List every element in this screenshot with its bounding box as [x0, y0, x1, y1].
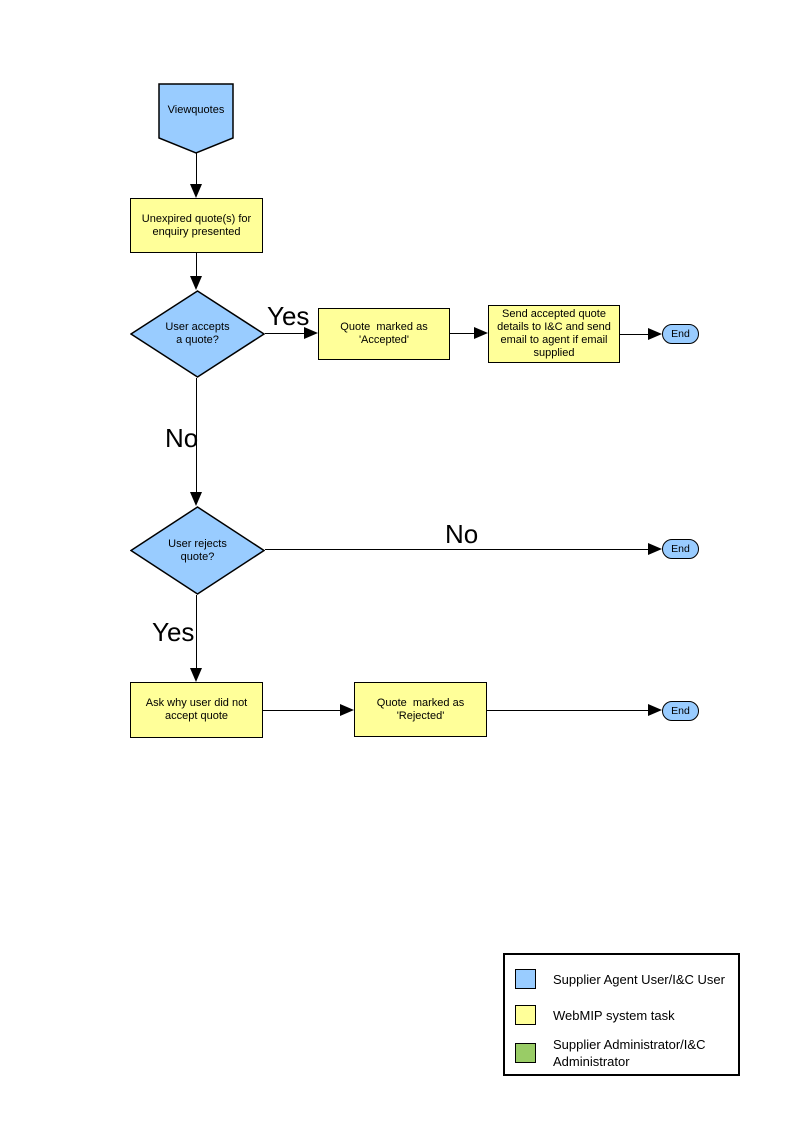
process-send-details: Send accepted quote details to I&C and s…: [488, 305, 620, 363]
pentagon-shape: [158, 83, 234, 154]
decision-label: User rejects quote?: [168, 537, 227, 563]
start-label: Viewquotes: [167, 104, 225, 116]
legend-item: Supplier Administrator/I&C Administrator: [515, 1036, 705, 1070]
edge-label-no: No: [445, 519, 479, 549]
end-terminator-1: End: [662, 324, 699, 344]
connector-line: [265, 549, 649, 550]
diamond-shape: [130, 290, 265, 378]
connector-line: [196, 153, 197, 186]
end-terminator-3: End: [662, 701, 699, 721]
connector-line: [196, 253, 197, 277]
start-shape-viewquotes: Viewquotes: [158, 83, 234, 154]
arrowhead-right-icon: [648, 704, 662, 716]
diamond-shape: [130, 506, 265, 595]
connector-line: [487, 710, 649, 711]
connector-line: [620, 334, 649, 335]
arrowhead-right-icon: [648, 328, 662, 340]
arrowhead-right-icon: [340, 704, 354, 716]
connector-line: [196, 378, 197, 492]
arrowhead-down-icon: [190, 668, 202, 682]
arrowhead-right-icon: [648, 543, 662, 555]
edge-label-no: No: [165, 423, 199, 453]
edge-label-yes: Yes: [152, 617, 195, 647]
end-terminator-2: End: [662, 539, 699, 559]
arrowhead-down-icon: [190, 184, 202, 198]
process-unexpired-quotes: Unexpired quote(s) for enquiry presented: [130, 198, 263, 253]
legend-item: Supplier Agent User/I&C User: [515, 969, 725, 989]
connector-line: [265, 333, 305, 334]
process-ask-why: Ask why user did not accept quote: [130, 682, 263, 738]
legend-label: Supplier Administrator/I&C Administrator: [553, 1037, 706, 1069]
legend-label: WebMIP system task: [553, 1007, 675, 1023]
legend: Supplier Agent User/I&C User WebMIP syst…: [503, 953, 740, 1076]
legend-swatch-green: [515, 1043, 536, 1063]
legend-item: WebMIP system task: [515, 1005, 675, 1025]
legend-swatch-yellow: [515, 1005, 536, 1025]
connector-line: [450, 333, 475, 334]
arrowhead-right-icon: [304, 327, 318, 339]
process-mark-accepted: Quote marked as 'Accepted': [318, 308, 450, 360]
legend-swatch-blue: [515, 969, 536, 989]
decision-user-accepts: User accepts a quote?: [130, 290, 265, 378]
edge-label-yes: Yes: [267, 301, 310, 331]
arrowhead-right-icon: [474, 327, 488, 339]
decision-user-rejects: User rejects quote?: [130, 506, 265, 595]
connector-line: [196, 595, 197, 668]
connector-line: [263, 710, 341, 711]
process-mark-rejected: Quote marked as 'Rejected': [354, 682, 487, 737]
arrowhead-down-icon: [190, 492, 202, 506]
decision-label: User accepts a quote?: [165, 321, 230, 346]
legend-label: Supplier Agent User/I&C User: [553, 971, 725, 987]
arrowhead-down-icon: [190, 276, 202, 290]
